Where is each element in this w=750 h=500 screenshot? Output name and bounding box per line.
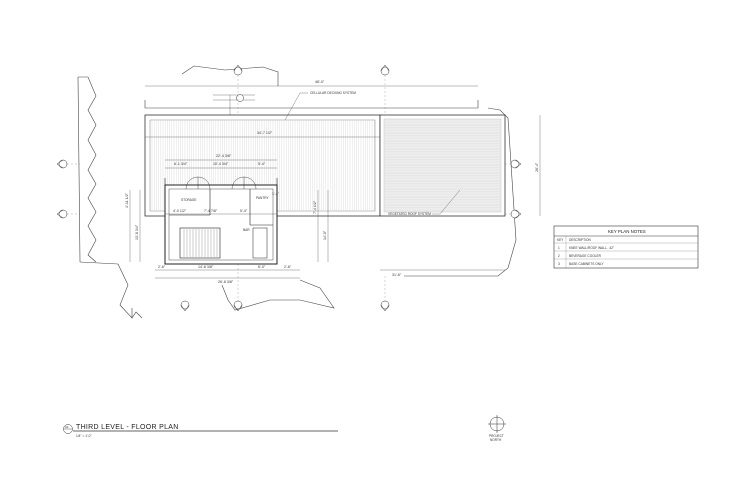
drawing-title: THIRD LEVEL - FLOOR PLAN — [76, 424, 179, 431]
dim-right-v2: 14'-0" — [323, 230, 327, 240]
dim-stair-right: 6'-0" — [258, 265, 266, 269]
key-plan-title: KEY PLAN NOTES — [608, 229, 646, 234]
dim-roof-side: 26'-4" — [535, 162, 539, 172]
section-marker-icon — [56, 159, 68, 169]
north-arrow-icon — [488, 415, 506, 433]
key-plan-row-desc: BASE CABINETS ONLY — [569, 262, 605, 266]
view-number: A1 — [65, 425, 69, 429]
north-label-2: NORTH — [490, 438, 502, 442]
dim-inner-right: 5'-4" — [240, 209, 248, 213]
section-marker-icon — [233, 300, 243, 312]
drawing-scale: 1/4" = 1'-0" — [76, 434, 92, 438]
key-plan-row-key: 1 — [558, 246, 560, 250]
north-label-1: PROJECT — [489, 434, 504, 438]
section-marker-icon — [233, 64, 243, 76]
room-label-bar: BAR — [243, 228, 250, 232]
grid-markers — [56, 64, 522, 312]
grid-lines — [67, 75, 511, 301]
dim-room-left: 6'-1 3/4" — [174, 162, 188, 166]
dim-stair-end: 2'-6" — [284, 265, 292, 269]
dimension-lines — [129, 85, 541, 279]
callout-vegetated-roof: VEGETATED ROOF SYSTEM — [388, 212, 431, 216]
room-block — [164, 176, 278, 265]
vegetated-roof — [379, 114, 506, 217]
room-label-pantry: PANTRY — [256, 196, 270, 200]
callout-cellular-decking: CELLULAR DECKING SYSTEM — [310, 91, 356, 95]
key-plan-row-key: 2 — [558, 254, 560, 258]
dim-room-overall: 22'-4 3/8" — [216, 154, 232, 158]
callout-leaders — [284, 92, 461, 215]
key-plan-notes — [553, 225, 699, 269]
dim-inner-mid: 7'-4 7/8" — [204, 209, 218, 213]
section-marker-icon — [380, 64, 390, 76]
key-plan-row-key: 3 — [558, 262, 560, 266]
drawing-title-block — [63, 424, 338, 434]
dim-left-v2: 13'-8 3/4" — [135, 224, 139, 240]
section-marker-icon — [510, 159, 522, 169]
roof-outline — [77, 65, 517, 319]
section-marker-icon — [180, 300, 190, 312]
key-plan-row-desc: BEVERAGE COOLER — [569, 254, 602, 258]
dim-roof-bottom: 31'-6" — [392, 273, 402, 277]
section-marker-icon — [510, 209, 522, 219]
dim-right-v1: 7'-4 1/2" — [313, 200, 317, 214]
key-plan-col-key: KEY — [557, 238, 564, 242]
key-plan-col-desc: DESCRIPTION — [569, 238, 591, 242]
dim-stair-width: 14'-8 3/8" — [198, 265, 214, 269]
key-plan-row-desc: KNEE WALL/ROOF WALL - 42" — [569, 246, 614, 250]
dim-deck-width: 34'-7 1/2" — [257, 131, 273, 135]
section-marker-icon — [380, 300, 390, 312]
dim-stair-left: 2'-6" — [158, 265, 166, 269]
dim-right-small: 1'-4" — [272, 192, 280, 196]
dim-room-mid: 10'-4 3/4" — [213, 162, 229, 166]
dim-inner-left: 4'-0 1/2" — [173, 209, 187, 213]
dim-bottom-total: 26'-8 3/8" — [218, 280, 234, 284]
dim-left-v1: 4'-11 1/2" — [125, 192, 129, 208]
dim-room-right: 5'-4" — [258, 162, 266, 166]
room-label-storage: STORAGE — [181, 198, 197, 202]
section-marker-icon — [236, 94, 244, 102]
section-marker-icon — [56, 209, 68, 219]
dim-top-overall: 48'-0" — [315, 80, 325, 84]
